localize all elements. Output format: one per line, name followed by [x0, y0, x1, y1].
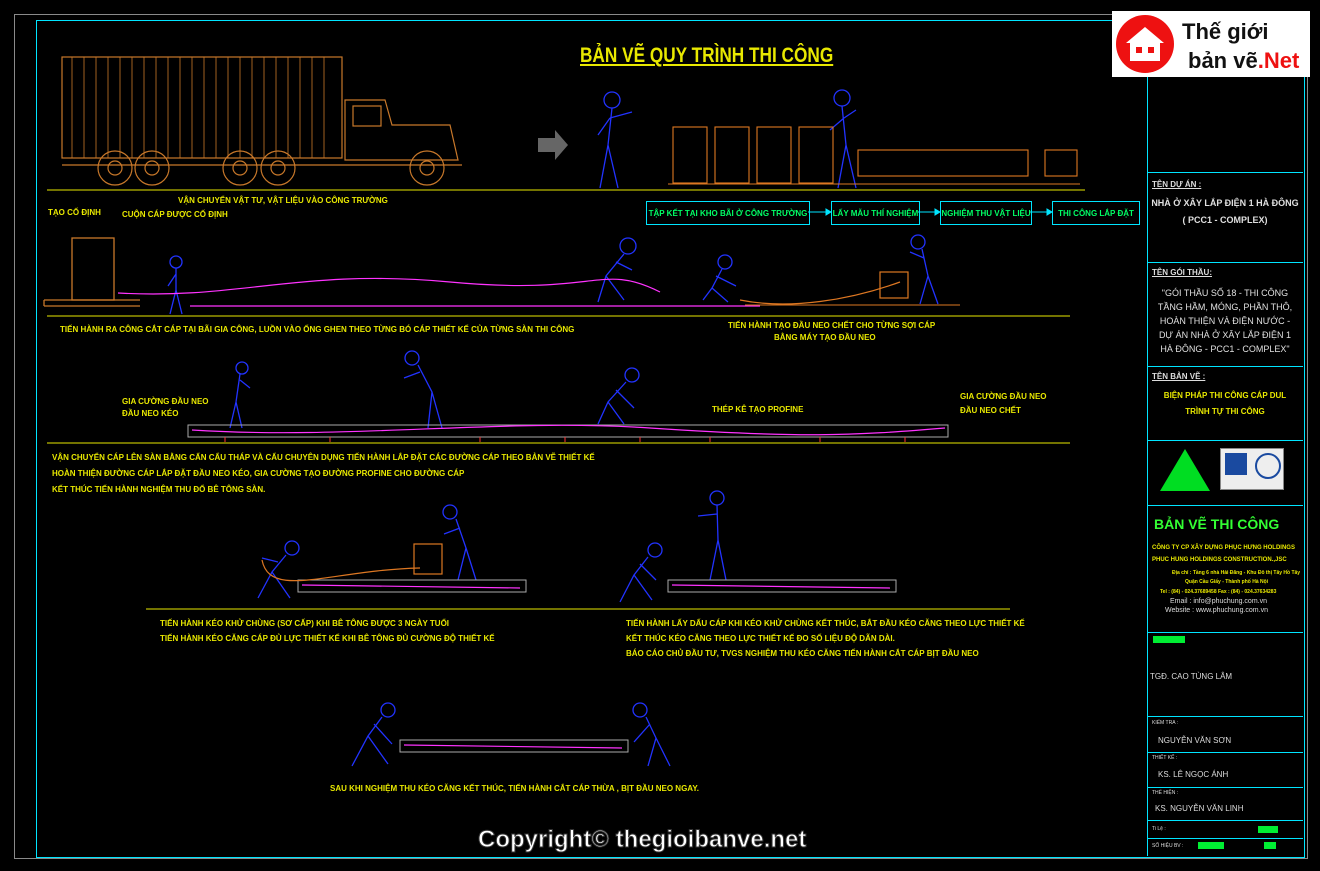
tb-package-3: HOÀN THIỆN VÀ ĐIỆN NƯỚC - [1159, 316, 1291, 326]
row2-caption-left: TIẾN HÀNH RA CÔNG CẮT CÁP TẠI BÃI GIA CÔ… [60, 325, 575, 334]
tb-package-4: DỰ ÁN NHÀ Ở XÂY LẮP ĐIỆN 1 [1158, 330, 1292, 340]
worker-figure [442, 504, 477, 581]
tb-director: TGĐ. CAO TÙNG LÂM [1150, 672, 1233, 681]
label-pull-anchor: ĐẦU NEO KÉO [122, 409, 179, 418]
process-drawing [43, 56, 1085, 767]
support-chairs [224, 437, 906, 442]
row4-right-3: BÁO CÁO CHỦ ĐẦU TƯ, TVGS NGHIỆM THU KÉO … [626, 649, 979, 658]
tb-draw-label: THỂ HIỆN : [1152, 790, 1179, 796]
tb-draw-name: KS. NGUYỄN VĂN LINH [1155, 804, 1244, 813]
row4-right-2: KẾT THÚC KÉO CĂNG THEO LỰC THIẾT KẾ ĐO S… [626, 634, 895, 643]
tb-company-2: PHUC HUNG HOLDINGS CONSTRUCTION.,JSC [1152, 557, 1287, 563]
label-dead-anchor: ĐẦU NEO CHẾT [960, 406, 1021, 415]
tb-design-label: THIẾT KẾ : [1152, 755, 1178, 761]
worker-figure [619, 542, 663, 603]
tb-project-1: NHÀ Ở XÂY LẮP ĐIỆN 1 HÀ ĐÔNG [1151, 198, 1299, 208]
title-block [1147, 20, 1304, 856]
arrow-right-icon [538, 130, 568, 160]
worker-figure [632, 702, 671, 767]
row2-caption-right-1: TIẾN HÀNH TẠO ĐẦU NEO CHẾT CHO TỪNG SỢI … [728, 321, 936, 330]
outer-frame [14, 14, 1308, 859]
worker-figure [257, 540, 300, 599]
row4-left-2: TIẾN HÀNH KÉO CĂNG CÁP ĐỦ LỰC THIẾT KẾ K… [160, 634, 495, 643]
tb-sheet-label: SỐ HIỆU BV : [1152, 843, 1184, 849]
label-frame: TẠO CỐ ĐỊNH [48, 208, 101, 217]
worker-figure [403, 350, 443, 429]
tb-package-label: TÊN GÓI THẦU: [1152, 268, 1212, 277]
drawing-frame [36, 20, 1305, 858]
flow-step-2: LẤY MẪU THÍ NGHIỆM [831, 201, 920, 225]
label-profile-chair: THÉP KÊ TẠO PROFINE [712, 405, 804, 414]
tb-package-1: "GÓI THẦU SỐ 18 - THI CÔNG [1161, 288, 1289, 298]
row3-caption-2: HOÀN THIỆN ĐƯỜNG CÁP LẮP ĐẶT ĐẦU NEO KÉO… [52, 469, 465, 478]
tb-drawing-2: TRÌNH TỰ THI CÔNG [1185, 407, 1265, 416]
truck-icon [61, 56, 462, 186]
row3-caption-1: VẬN CHUYỂN CÁP LÊN SÀN BẰNG CẨN CẨU THÁP… [52, 453, 595, 462]
tb-email: Email : info@phuchung.com.vn [1170, 598, 1267, 605]
tb-drawing-label: TÊN BẢN VẼ : [1152, 372, 1206, 381]
flow-step-1: TẬP KẾT TẠI KHO BÃI Ở CÔNG TRƯỜNG [646, 201, 810, 225]
slab-row4-right [667, 579, 897, 593]
label-anchor-reinforce-left: GIA CƯỜNG ĐẦU NEO [122, 397, 209, 406]
worker-figure [829, 89, 857, 189]
worker-figure [167, 255, 183, 315]
row2-caption-right-2: BẰNG MÁY TẠO ĐẦU NEO [774, 333, 876, 342]
slab-row3 [187, 424, 949, 438]
company-triangle-logo [1160, 449, 1210, 491]
tb-stage: BẢN VẼ THI CÔNG [1154, 516, 1280, 532]
site-logo[interactable]: Thế giới bản vẽ.Net [1112, 11, 1310, 77]
logo-line1: Thế giới [1182, 19, 1269, 44]
copyright-watermark: Copyright© thegioibanve.net [477, 826, 807, 854]
worker-figure [597, 237, 637, 303]
tb-address-1: Địa chỉ : Tầng 6 nhà Hải Đăng - Khu Đô t… [1172, 570, 1301, 576]
iso-certification-badge [1220, 448, 1284, 490]
worker-figure [229, 361, 251, 429]
row4-right-1: TIẾN HÀNH LẤY DẤU CÁP KHI KÉO KHỬ CHÙNG … [626, 619, 1025, 628]
tb-scale-label: Ti Lệ : [1152, 826, 1166, 832]
worker-figure [697, 490, 727, 581]
jack-pump-icon [413, 543, 443, 575]
tb-package-5: HÀ ĐÔNG - PCC1 - COMPLEX" [1160, 344, 1290, 354]
flow-step-4: THI CÔNG LẮP ĐẶT [1052, 201, 1140, 225]
worker-figure [597, 91, 633, 189]
worker-figure [597, 367, 640, 425]
tb-address-2: Quận Cầu Giấy - Thành phố Hà Nội [1185, 579, 1269, 585]
label-coil: CUỘN CÁP ĐƯỢC CỐ ĐỊNH [122, 210, 228, 219]
cable-line [117, 277, 661, 295]
material-stacks [668, 126, 1080, 185]
flow-step-3: NGHIỆM THU VẬT LIỆU [940, 201, 1032, 225]
profile-cable [191, 424, 946, 436]
row4-left-1: TIẾN HÀNH KÉO KHỬ CHÙNG (SƠ CẤP) KHI BÊ … [160, 619, 450, 628]
signature-mark [1153, 636, 1185, 643]
tb-check-name: NGUYỄN VĂN SƠN [1158, 736, 1232, 745]
row3-caption-3: KẾT THÚC TIẾN HÀNH NGHIỆM THU ĐỔ BÊ TÔNG… [52, 485, 266, 494]
slab-row5 [399, 739, 629, 753]
anchor-machine-icon [879, 271, 909, 299]
logo-line2: bản vẽ.Net [1188, 48, 1300, 73]
tb-project-2: ( PCC1 - COMPLEX) [1182, 215, 1268, 225]
tb-company-1: CÔNG TY CP XÂY DỰNG PHỤC HƯNG HOLDINGS [1152, 545, 1295, 551]
tb-check-label: KIỂM TRA : [1152, 720, 1179, 726]
tb-phone: Tel : (84) - 024.37689458 Fax : (84) - 0… [1160, 589, 1277, 595]
tb-package-2: TẦNG HẦM, MÓNG, PHẦN THÔ, [1157, 302, 1293, 312]
house-icon [1116, 15, 1174, 73]
cable-coil-frame [43, 237, 140, 307]
tb-design-name: KS. LÊ NGỌC ÁNH [1158, 770, 1229, 779]
drawing-title: BẢN VẼ QUY TRÌNH THI CÔNG [580, 44, 834, 67]
slab-row4-left [297, 579, 527, 593]
row5-caption: SAU KHI NGHIỆM THU KÉO CĂNG KẾT THÚC, TI… [330, 784, 700, 793]
flow-arrows [808, 208, 1053, 216]
tb-project-label: TÊN DỰ ÁN : [1152, 180, 1202, 189]
worker-figure [909, 234, 939, 305]
worker-figures [167, 89, 939, 767]
tb-drawing-1: BIỆN PHÁP THI CÔNG CÁP DUL [1163, 391, 1287, 400]
worker-figure [351, 702, 396, 767]
worker-figure [702, 254, 737, 303]
row1-caption: VẬN CHUYỂN VẬT TƯ, VẬT LIỆU VÀO CÔNG TRƯ… [178, 196, 388, 205]
tb-website: Website : www.phuchung.com.vn [1165, 607, 1268, 614]
label-anchor-reinforce-right: GIA CƯỜNG ĐẦU NEO [960, 392, 1047, 401]
